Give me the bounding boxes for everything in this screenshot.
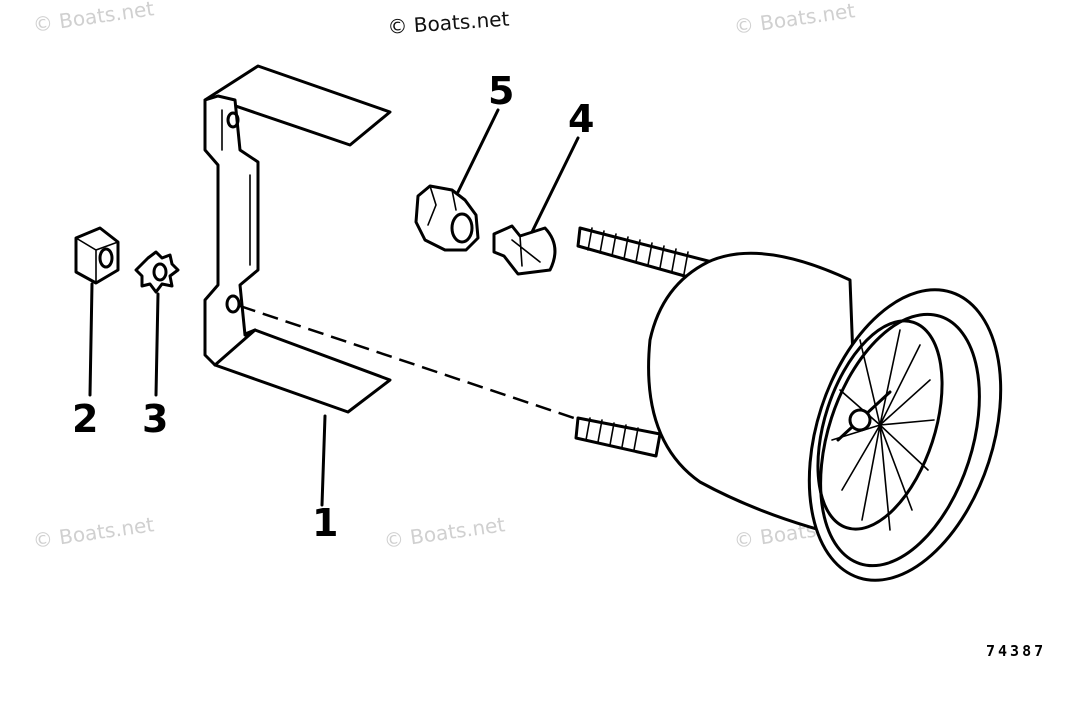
lock-washer bbox=[134, 250, 180, 294]
gauge-dial-ticks bbox=[831, 329, 935, 531]
watermark-top-left: © Boats.net bbox=[31, 0, 155, 37]
watermark-top-right: © Boats.net bbox=[732, 0, 856, 39]
leader-3 bbox=[154, 292, 160, 397]
gauge-dial bbox=[816, 319, 944, 531]
callout-5: 5 bbox=[488, 69, 514, 113]
bracket-hole-upper bbox=[226, 111, 240, 129]
figure-number: 74387 bbox=[986, 642, 1046, 660]
alignment-line bbox=[239, 304, 581, 422]
leader-2 bbox=[88, 282, 94, 397]
upper-stud bbox=[576, 226, 714, 284]
watermark-top-center: © Boats.net bbox=[387, 7, 511, 39]
leader-5 bbox=[456, 108, 500, 194]
lower-stud bbox=[574, 416, 662, 458]
hex-nut bbox=[74, 226, 120, 285]
gauge-body bbox=[647, 251, 1003, 582]
bracket-hole-lower bbox=[225, 294, 241, 314]
gauge-housing bbox=[647, 251, 862, 542]
watermark-bottom-left: © Boats.net bbox=[31, 512, 155, 553]
mounting-bracket bbox=[203, 64, 392, 414]
callout-3: 3 bbox=[142, 397, 168, 441]
leader-4 bbox=[530, 136, 580, 234]
callout-1: 1 bbox=[312, 501, 338, 545]
wedge-bulb bbox=[492, 224, 557, 276]
watermark-bottom-center: © Boats.net bbox=[382, 512, 506, 553]
callout-4: 4 bbox=[568, 97, 594, 141]
leader-1 bbox=[320, 414, 327, 507]
callout-2: 2 bbox=[72, 397, 98, 441]
gauge-hub bbox=[848, 408, 872, 432]
bulb-socket bbox=[414, 184, 480, 252]
